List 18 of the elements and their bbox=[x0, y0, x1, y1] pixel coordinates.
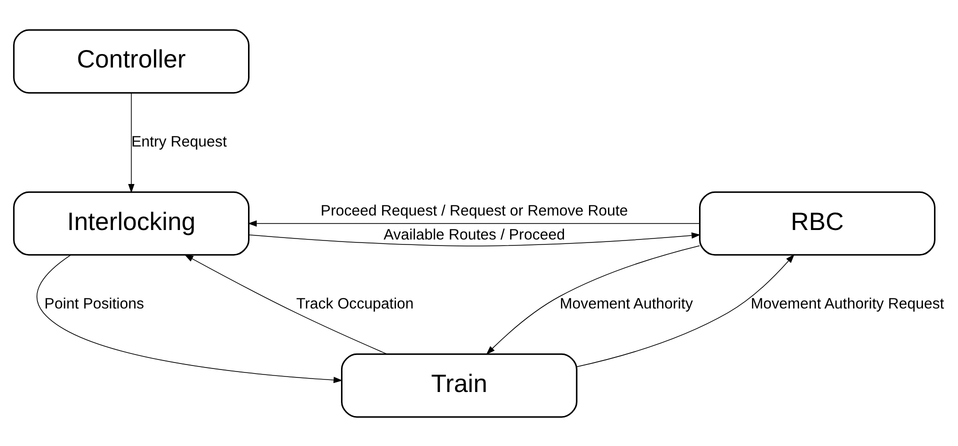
node-box: Interlocking bbox=[13, 190, 250, 256]
node-box: Train bbox=[341, 352, 578, 418]
arrow bbox=[36, 254, 343, 383]
arrow bbox=[576, 254, 795, 367]
arrow bbox=[128, 92, 134, 193]
edge-label: Movement Authority bbox=[560, 294, 693, 312]
edge-label: Point Positions bbox=[44, 294, 144, 312]
arrow bbox=[184, 254, 388, 354]
node-box: Controller bbox=[13, 28, 250, 94]
edge-label: Proceed Request / Request or Remove Route bbox=[320, 202, 628, 219]
node-box: RBC bbox=[699, 190, 936, 256]
edge-label: Movement Authority Request bbox=[750, 294, 944, 312]
arrow bbox=[486, 244, 700, 354]
edge-label: Track Occupation bbox=[296, 294, 414, 312]
arrow bbox=[248, 220, 700, 226]
arrow bbox=[248, 232, 701, 246]
edge-label: Entry Request bbox=[131, 132, 227, 150]
edge-label: Available Routes / Proceed bbox=[384, 226, 565, 243]
